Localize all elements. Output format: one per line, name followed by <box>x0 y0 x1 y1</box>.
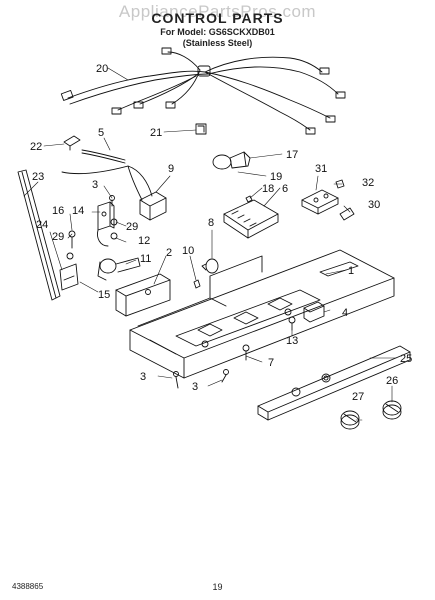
callout-25: 25 <box>400 353 412 365</box>
callout-23: 23 <box>32 171 44 183</box>
callout-16: 16 <box>52 205 64 217</box>
side-panel-part <box>17 169 61 301</box>
callout-22: 22 <box>30 141 42 153</box>
wire-clip-part <box>63 135 81 151</box>
lamp-socket-part <box>193 258 219 289</box>
callout-12: 12 <box>138 235 150 247</box>
leader-lines <box>23 67 397 421</box>
screw-part <box>109 195 229 389</box>
callout-8: 8 <box>208 217 214 229</box>
callout-19: 19 <box>270 171 282 183</box>
rocker-switch-part <box>303 301 325 323</box>
callout-3: 3 <box>92 179 98 191</box>
sensor-tube-part <box>61 149 153 197</box>
switch-bracket-part <box>301 179 355 221</box>
control-housing-part <box>129 249 395 379</box>
callout-26: 26 <box>386 375 398 387</box>
callout-30: 30 <box>368 199 380 211</box>
watermark: AppliancePartsPros.com <box>118 2 317 21</box>
model-line: For Model: GS6SCKXDB01 <box>160 27 275 37</box>
callout-27: 27 <box>352 391 364 403</box>
callout-20: 20 <box>96 63 108 75</box>
callout-3b: 3 <box>140 371 146 383</box>
callout-21: 21 <box>150 127 162 139</box>
thermostat-part <box>127 165 167 221</box>
callout-4: 4 <box>342 307 348 319</box>
screw-part <box>242 344 250 361</box>
finish-line: (Stainless Steel) <box>182 38 253 48</box>
callout-24: 24 <box>36 219 48 231</box>
callout-15: 15 <box>98 289 110 301</box>
callout-10: 10 <box>182 245 194 257</box>
trim-panel-part <box>257 345 411 421</box>
page-number: 19 <box>212 582 223 592</box>
callout-29: 29 <box>126 221 138 233</box>
bracket-part <box>195 123 207 135</box>
control-shaft-part <box>97 257 141 281</box>
document-number: 4388865 <box>12 582 44 591</box>
callout-17: 17 <box>286 149 298 161</box>
left-bracket-part <box>59 201 118 291</box>
control-knob-part <box>340 400 402 430</box>
callout-5: 5 <box>98 127 104 139</box>
mounting-bracket-part <box>115 273 171 317</box>
callout-1: 1 <box>348 265 354 277</box>
control-board-part <box>223 195 279 239</box>
callout-labels: 20 22 5 21 17 9 19 31 32 3 18 6 23 14 30… <box>30 63 412 403</box>
callout-6: 6 <box>282 183 288 195</box>
callout-9: 9 <box>168 163 174 175</box>
callout-31: 31 <box>315 163 327 175</box>
diagram-title: CONTROL PARTS <box>151 10 284 26</box>
lamp-bulb-part <box>212 151 251 170</box>
wire-harness-part <box>60 47 346 135</box>
screw-part <box>288 316 296 331</box>
callout-14: 14 <box>72 205 84 217</box>
callout-13: 13 <box>286 335 298 347</box>
callout-3c: 3 <box>192 381 198 393</box>
callout-11: 11 <box>140 253 151 265</box>
callout-18: 18 <box>262 183 274 195</box>
callout-32: 32 <box>362 177 374 189</box>
callout-7: 7 <box>268 357 274 369</box>
callout-2: 2 <box>166 247 172 259</box>
callout-29b: 29 <box>52 231 64 243</box>
